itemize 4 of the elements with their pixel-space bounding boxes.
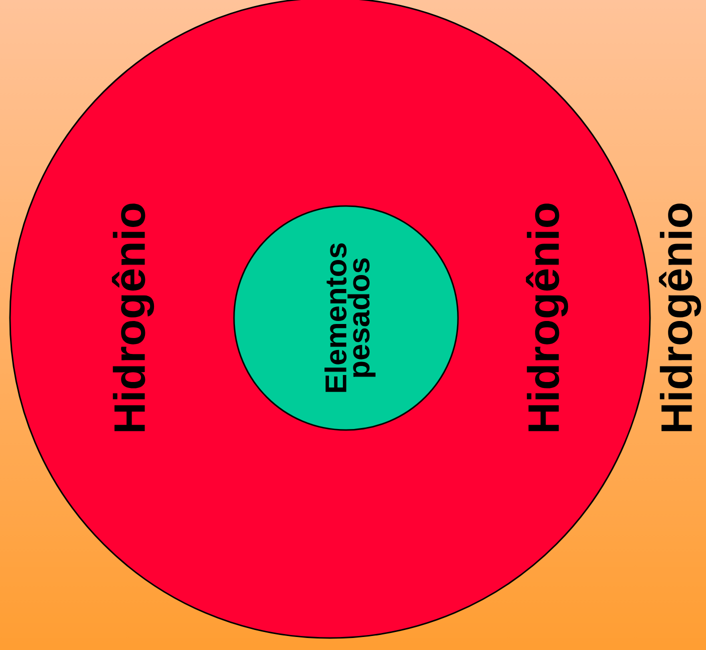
rotated-label: Hidrogênio — [526, 204, 568, 432]
rotated-label: Hidrogênio — [658, 204, 702, 432]
rotated-label: Elementos pesados — [324, 243, 376, 392]
rotated-label: Hidrogênio — [112, 204, 154, 432]
